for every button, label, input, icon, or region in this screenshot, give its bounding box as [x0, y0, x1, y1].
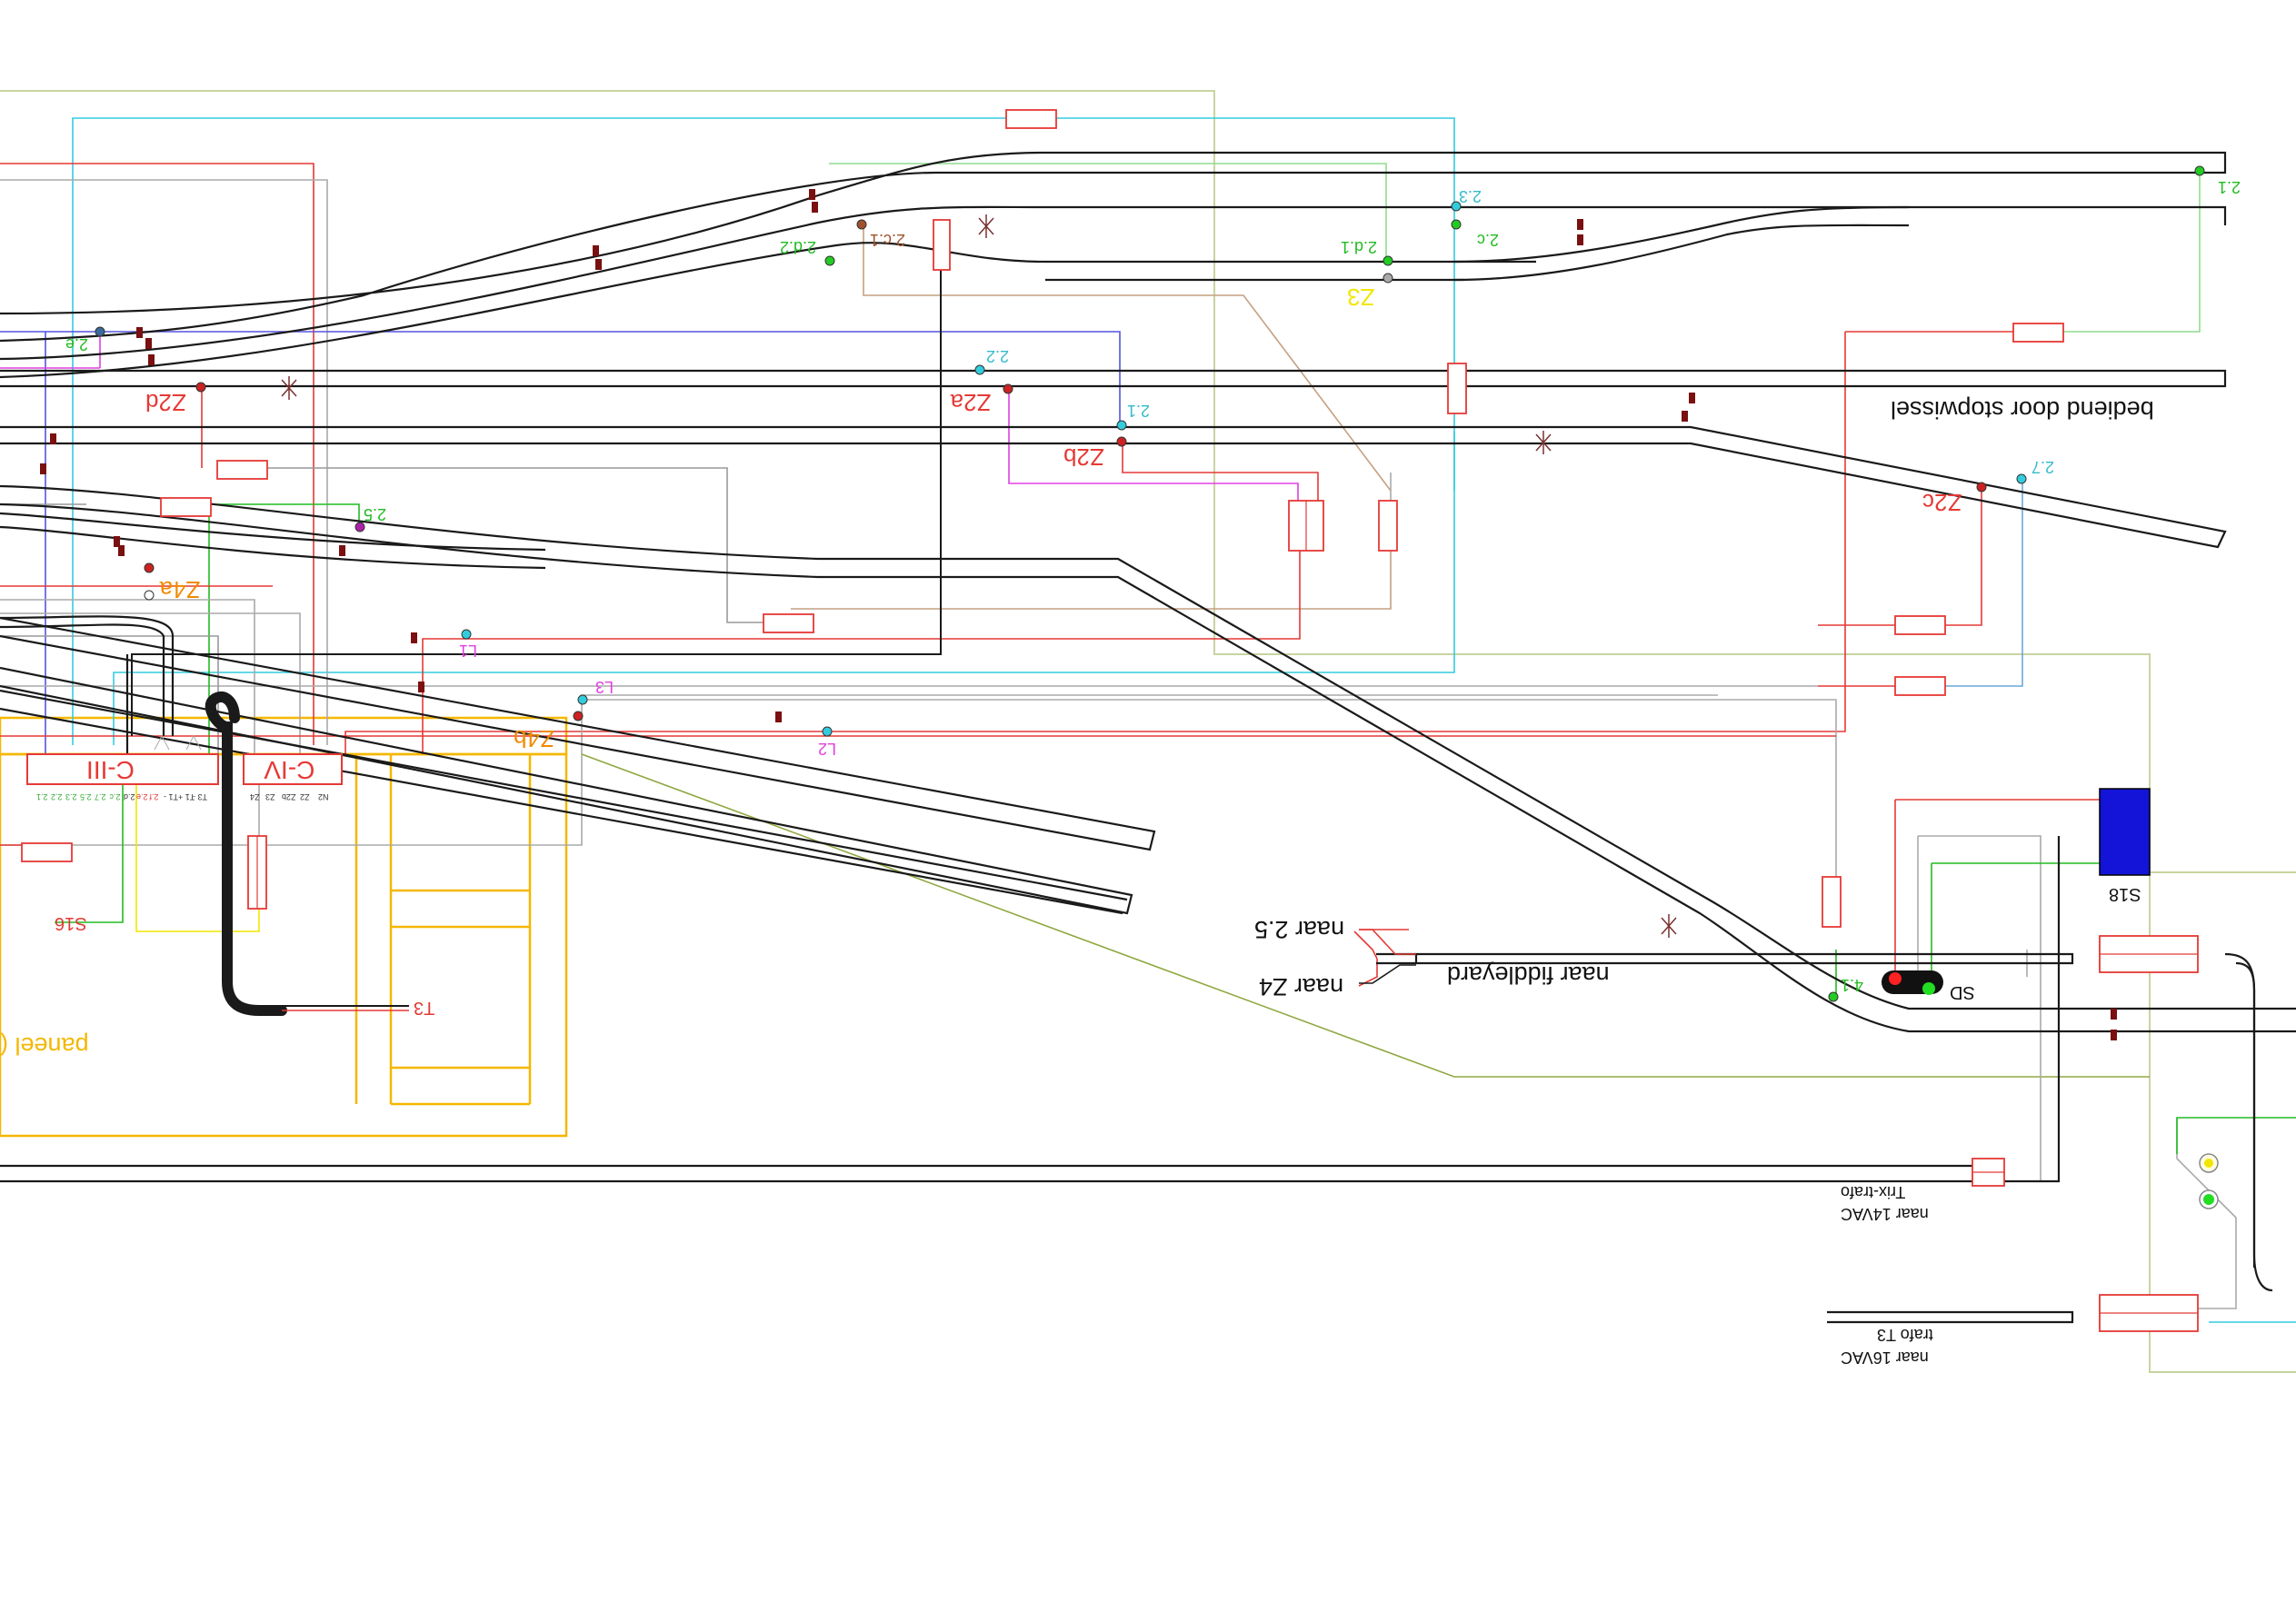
- terminal-c3-6: 2.d: [124, 792, 135, 801]
- label-leaders: [1359, 929, 1416, 984]
- signal-sd[interactable]: [1882, 970, 1943, 995]
- label-c-iv: C-IV: [264, 756, 314, 784]
- terminal-c4-4: N2: [318, 792, 329, 801]
- terminal-c4-3: Z2: [300, 792, 310, 801]
- terminal-c3-0: 2.1: [36, 792, 48, 801]
- label-z2c: Z2c: [1922, 489, 1962, 516]
- connector-pins: [154, 734, 202, 751]
- label-stopwissel: bediend door stopwissel: [1891, 396, 2154, 423]
- resistors: [21, 109, 2199, 1332]
- terminal-c3-1: 2.2: [51, 792, 63, 801]
- label-trix-1: Trix-trafo: [1841, 1183, 1905, 1201]
- label-2-d-1: 2.d.1: [1341, 238, 1377, 256]
- label-2-c-1: 2.c.1: [870, 231, 905, 249]
- label-2-2: 2.2: [986, 347, 1009, 365]
- switch-markers: [281, 214, 1677, 938]
- label-2-1b: 2.1: [1127, 402, 1150, 420]
- signal-s18-box[interactable]: [2099, 788, 2151, 876]
- terminal-c3-9: T1 -: [164, 792, 178, 801]
- label-z4a: Z4a: [159, 576, 200, 603]
- tracks: [0, 151, 2296, 1324]
- signal-lamps-right: [2199, 1153, 2219, 1209]
- terminal-c3-10: T1 +: [178, 792, 195, 801]
- feeder-cable: [205, 692, 287, 1016]
- label-2-7: 2.7: [2031, 458, 2054, 476]
- terminal-c4-1: Z3: [265, 792, 275, 801]
- terminal-c3-5: 2.c: [109, 792, 121, 801]
- labels: 2.1 2.3 2.c 2.d.1 2.d.2 2.c.1 2.e 2.2 2.…: [0, 178, 2241, 1367]
- label-naar-z4: naar Z4: [1259, 973, 1343, 1000]
- label-2-d-2: 2.d.2: [780, 238, 816, 256]
- label-2-3: 2.3: [1459, 187, 1482, 205]
- label-z4b: Z4b: [514, 725, 554, 752]
- label-z2b: Z2b: [1063, 443, 1104, 471]
- resistor-inner-lines: [256, 501, 2198, 1314]
- label-l3: L3: [595, 678, 614, 696]
- label-trix-2: naar 14VAC: [1841, 1205, 1929, 1223]
- terminal-labels-c4: Z4 Z3 Z2b Z2 N2: [250, 792, 329, 801]
- control-wire: [131, 241, 942, 736]
- label-t3: T3: [414, 998, 434, 1018]
- label-z2a: Z2a: [950, 389, 991, 416]
- sensor-dots: [95, 165, 2205, 1002]
- layout-boundary: [0, 90, 2296, 1373]
- terminal-c3-3: 2.5: [80, 792, 92, 801]
- label-z2d: Z2d: [145, 389, 186, 416]
- label-l2: L2: [818, 740, 836, 758]
- label-trafo-2: naar 16VAC: [1841, 1348, 1929, 1367]
- label-c-iii: C-III: [86, 756, 135, 784]
- label-paneel: paneel (: [0, 1032, 89, 1060]
- label-naar-2-5: naar 2.5: [1254, 916, 1344, 943]
- signal-sd-green-lamp: [1922, 982, 1935, 995]
- terminal-c3-4: 2.7: [95, 792, 106, 801]
- label-trafo-1: trafo T3: [1877, 1326, 1933, 1344]
- label-2-e: 2.e: [65, 335, 88, 353]
- label-sd: SD: [1950, 982, 1975, 1002]
- label-s18: S18: [2109, 884, 2141, 904]
- rail-joints: [40, 189, 2117, 1040]
- signal-sd-red-lamp: [1889, 972, 1902, 985]
- terminal-labels-c3: 2.1 2.2 2.3 2.5 2.7 2.c 2.d 2.e 2.f T1 -…: [36, 792, 207, 801]
- label-2-5: 2.5: [364, 505, 386, 523]
- label-2-c: 2.c: [1477, 231, 1499, 249]
- label-2-1: 2.1: [2218, 178, 2241, 196]
- terminal-c3-2: 2.3: [65, 792, 77, 801]
- label-z3: Z3: [1347, 284, 1374, 311]
- terminal-c4-0: Z4: [250, 792, 260, 801]
- label-s16: S16: [55, 913, 87, 933]
- connector-blocks: [26, 753, 343, 785]
- terminal-c3-11: T3 -: [193, 792, 207, 801]
- label-fiddleyard: naar fiddleyard: [1447, 961, 1610, 989]
- terminal-c3-8: 2.f: [149, 792, 159, 801]
- label-4-1: 4.1: [1841, 976, 1863, 994]
- terminal-c3-7: 2.e: [136, 792, 148, 801]
- terminal-c4-2: Z2b: [282, 792, 296, 801]
- label-l1: L1: [459, 642, 477, 660]
